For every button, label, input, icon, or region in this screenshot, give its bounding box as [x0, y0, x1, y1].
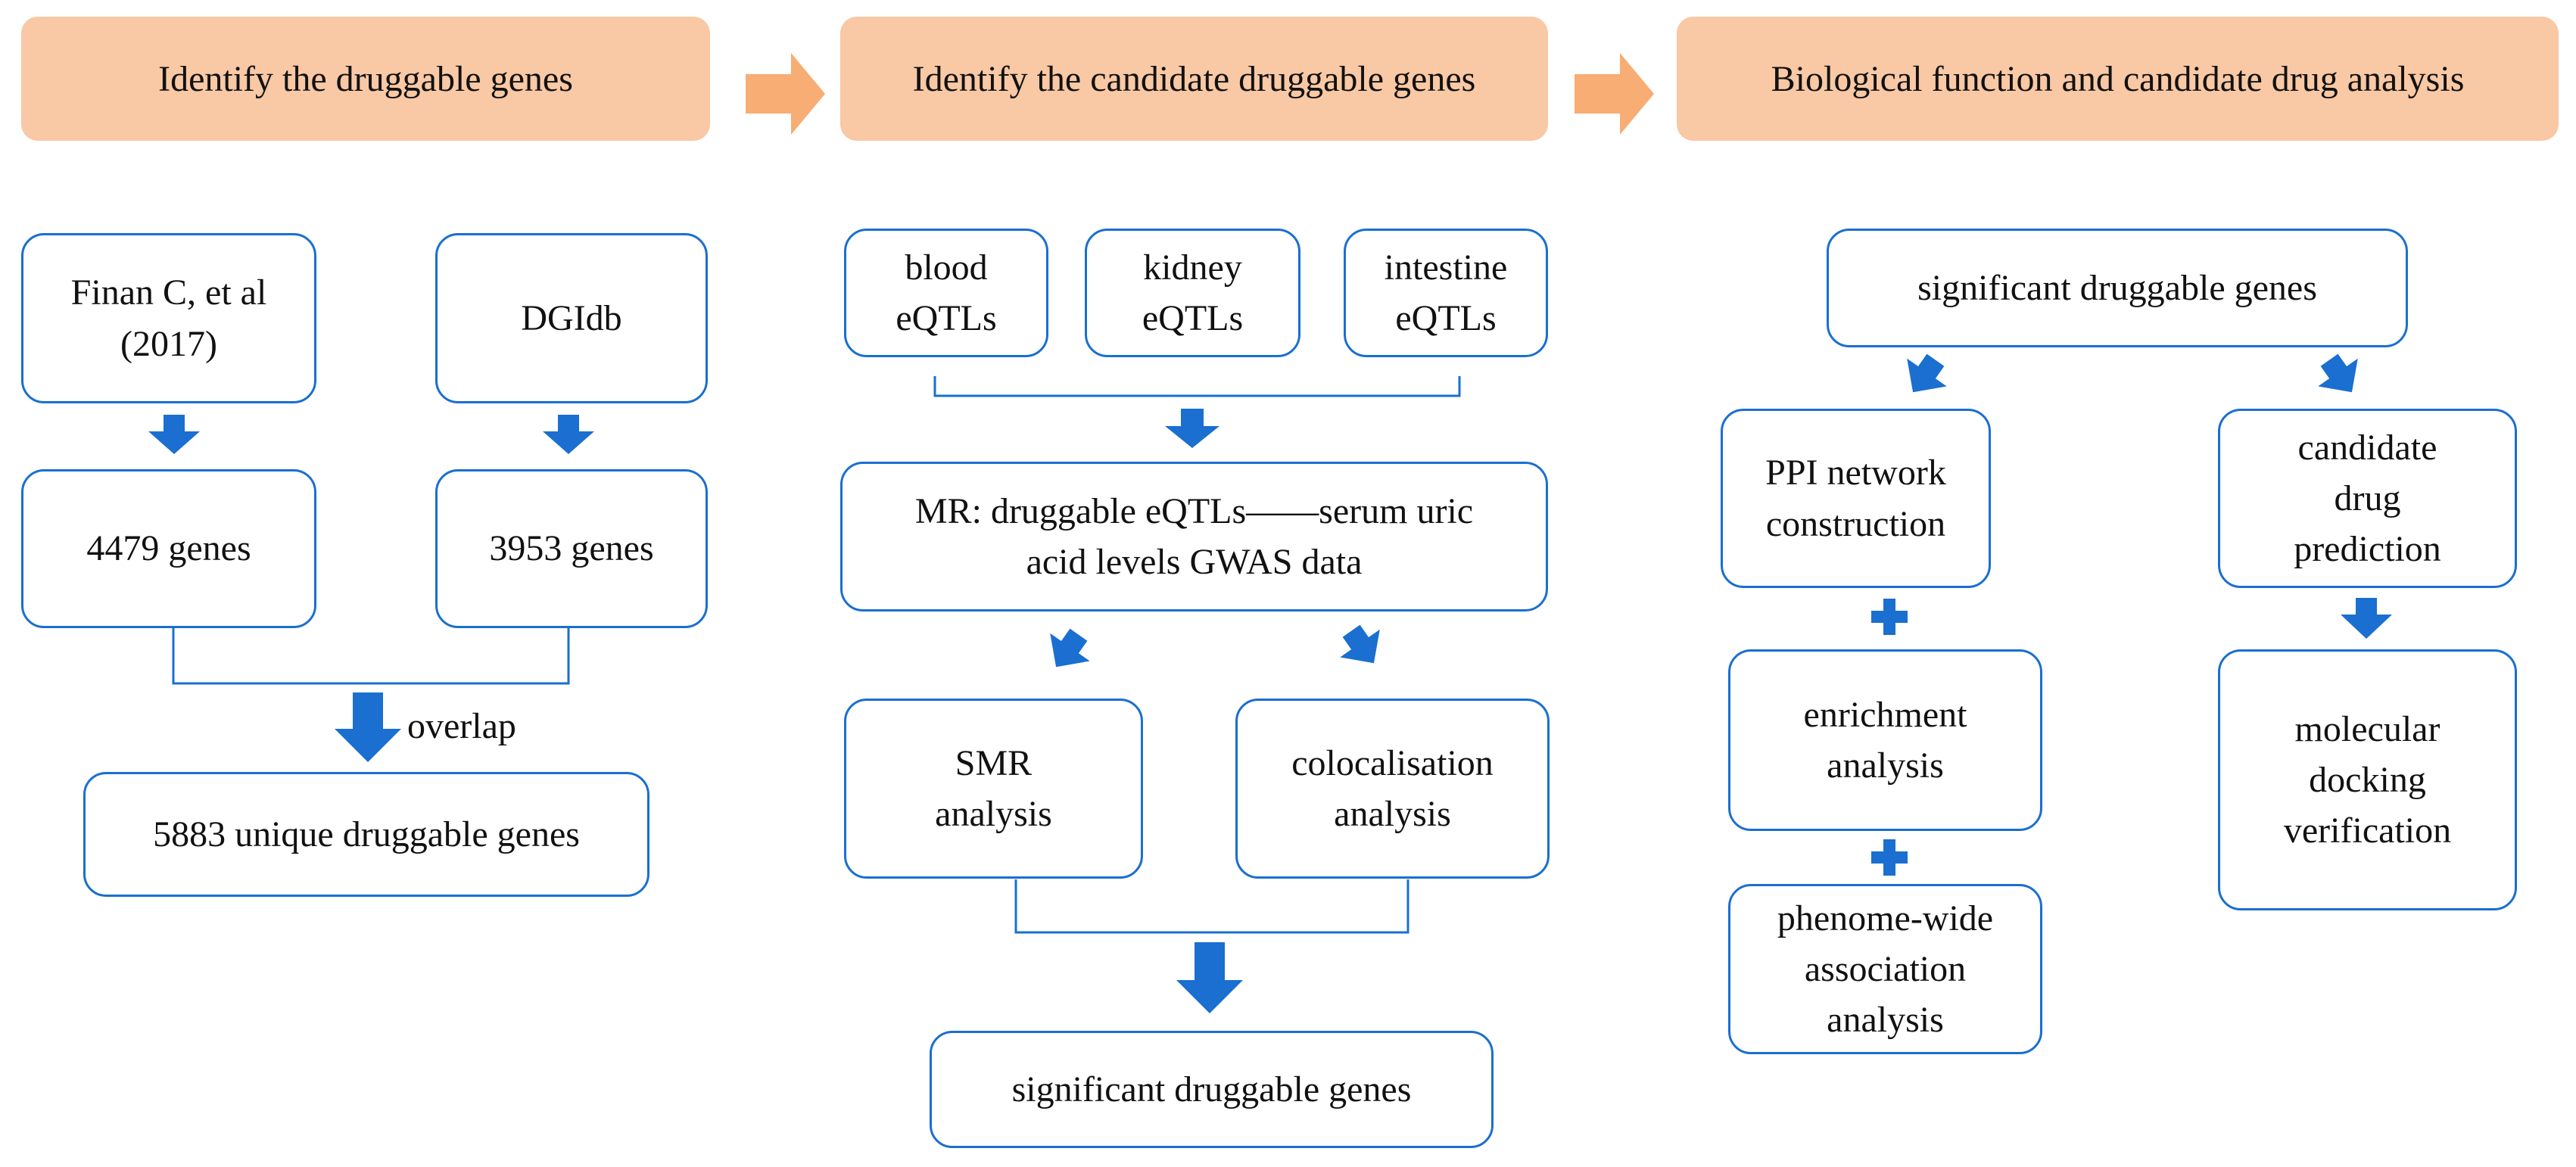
box-colocalisation-analysis: colocalisation analysis: [1235, 699, 1550, 879]
bracket-eqtls: [933, 376, 1461, 397]
box-finan: Finan C, et al (2017): [21, 233, 316, 403]
header-biological-function: Biological function and candidate drug a…: [1677, 17, 2559, 141]
box-4479-genes: 4479 genes: [21, 469, 316, 628]
box-phenome-wide-association: phenome-wide association analysis: [1728, 884, 2042, 1054]
down-arrow-dgidb: [543, 415, 594, 454]
down-arrow-overlap: [335, 692, 401, 762]
down-arrow-docking: [2341, 598, 2392, 639]
box-intestine-eqtls: intestine eQTLs: [1344, 229, 1548, 357]
bracket-genes: [172, 628, 570, 685]
box-mr-analysis: MR: druggable eQTLs——serum uric acid lev…: [840, 462, 1548, 612]
bracket-smr-coloc: [1014, 879, 1409, 934]
plus-icon-1: [1871, 599, 1908, 635]
box-significant-druggable-genes-3: significant druggable genes: [1827, 229, 2408, 347]
box-candidate-drug-prediction: candidate drug prediction: [2218, 409, 2517, 588]
down-arrow-finan: [148, 415, 200, 454]
header-arrow-1: [746, 53, 825, 135]
box-dgidb: DGIdb: [435, 233, 708, 403]
box-kidney-eqtls: kidney eQTLs: [1085, 229, 1300, 357]
box-3953-genes: 3953 genes: [435, 469, 708, 628]
box-blood-eqtls: blood eQTLs: [844, 229, 1048, 357]
box-significant-druggable-genes-2: significant druggable genes: [930, 1031, 1494, 1148]
box-molecular-docking: molecular docking verification: [2218, 649, 2517, 910]
diag-arrow-candidate: [2318, 353, 2358, 393]
box-ppi-network: PPI network construction: [1721, 409, 1991, 588]
diag-arrow-ppi: [1907, 353, 1947, 393]
diag-arrow-smr: [1050, 628, 1090, 668]
box-enrichment-analysis: enrichment analysis: [1728, 649, 2042, 831]
label-overlap: overlap: [407, 706, 516, 746]
diag-arrow-coloc: [1340, 624, 1380, 664]
plus-icon-2: [1871, 839, 1908, 876]
down-arrow-mr: [1165, 409, 1219, 448]
box-unique-druggable-genes: 5883 unique druggable genes: [83, 772, 649, 897]
down-arrow-significant: [1176, 942, 1243, 1013]
header-arrow-2: [1575, 53, 1654, 135]
box-smr-analysis: SMR analysis: [844, 699, 1143, 879]
header-identify-druggable-genes: Identify the druggable genes: [21, 17, 710, 141]
header-identify-candidate-genes: Identify the candidate druggable genes: [840, 17, 1548, 141]
